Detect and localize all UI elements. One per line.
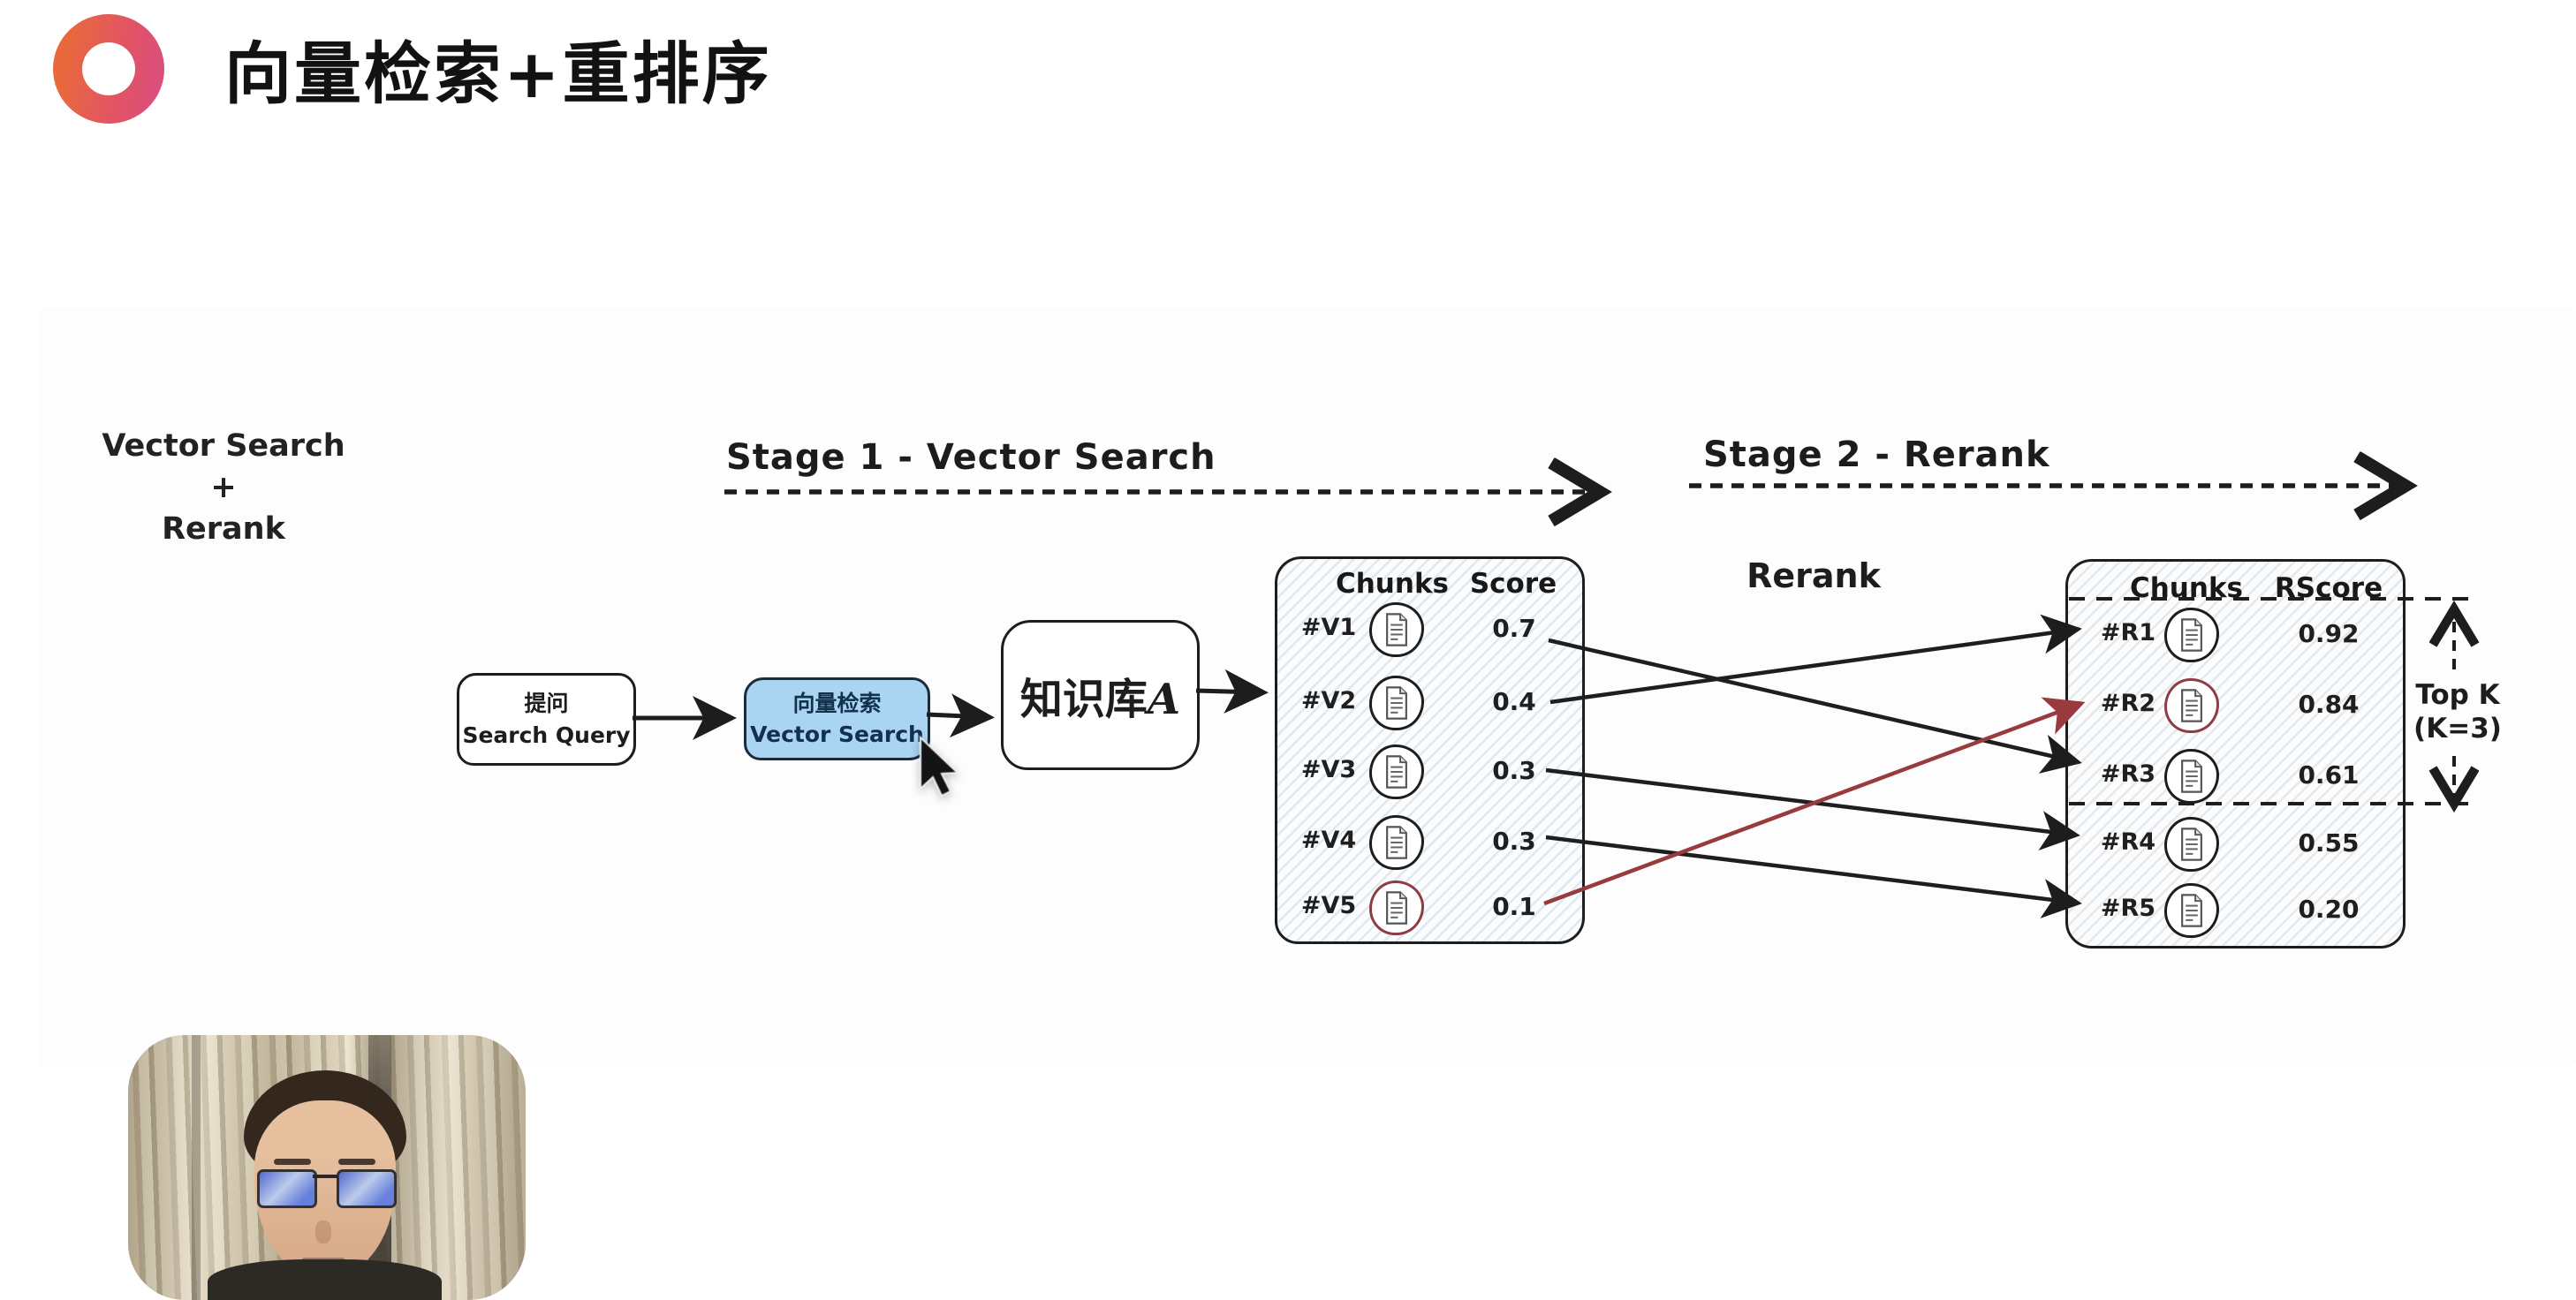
stage2-results-table: Chunks RScore #R1 0.92 #R2 0.84 #R3 0.61… (2065, 559, 2406, 949)
stage2-col-chunks: Chunks (2129, 572, 2244, 604)
chunk-id: #V2 (1300, 687, 1357, 714)
chunk-score: 0.3 (1492, 827, 1536, 856)
chunk-id: #V1 (1300, 614, 1357, 641)
chunk-id: #V5 (1300, 892, 1357, 919)
document-icon (2164, 608, 2219, 662)
curtain-fold (192, 1035, 201, 1300)
search-query-box: 提问 Search Query (457, 673, 636, 766)
chunk-id: #R3 (2100, 760, 2156, 788)
search-query-box-en: Search Query (462, 722, 631, 748)
chunk-score: 0.1 (1492, 892, 1536, 921)
chunk-id: #R1 (2100, 619, 2156, 646)
webcam-overlay (128, 1035, 526, 1300)
document-icon (1369, 676, 1424, 730)
diagram-legend: Vector Search + Rerank (78, 426, 369, 550)
stage1-heading: Stage 1 - Vector Search (726, 437, 1216, 478)
document-icon (2164, 749, 2219, 804)
chunk-id: #R4 (2100, 828, 2156, 856)
chunk-rscore: 0.55 (2298, 828, 2360, 858)
slide: { "title": "向量检索+重排序", "legend": {"line1… (53, 14, 2528, 1300)
knowledge-base-label: 知识库 (1019, 675, 1148, 724)
brand-logo-donut-icon (53, 14, 164, 124)
document-icon (2164, 883, 2219, 938)
presenter-nose (315, 1221, 331, 1243)
search-query-box-cn: 提问 (524, 690, 569, 716)
vector-search-box: 向量检索 Vector Search (744, 677, 930, 760)
mouse-cursor-icon (920, 736, 960, 797)
document-icon (1369, 744, 1424, 799)
logo-hole (82, 42, 135, 95)
chunk-rscore: 0.20 (2298, 895, 2360, 924)
stage2-col-rscore: RScore (2274, 572, 2383, 604)
stage1-col-chunks: Chunks (1335, 568, 1450, 600)
presenter-glasses (257, 1169, 397, 1208)
knowledge-base-suffix: A (1147, 675, 1181, 724)
stage1-results-table: Chunks Score #V1 0.7 #V2 0.4 #V3 0.3 #V4… (1275, 556, 1585, 944)
topk-line2: (K=3) (2413, 713, 2502, 744)
document-icon (1369, 602, 1424, 657)
page-title: 向量检索+重排序 (224, 34, 772, 113)
presenter-shirt (208, 1259, 442, 1300)
chunk-rscore: 0.61 (2298, 760, 2360, 790)
document-icon (2164, 817, 2219, 872)
chunk-id: #R2 (2100, 690, 2156, 717)
legend-line2: Rerank (162, 511, 285, 547)
topk-line1: Top K (2415, 679, 2500, 711)
legend-plus: + (210, 470, 237, 505)
legend-line1: Vector Search (102, 428, 345, 464)
topk-annotation: Top K (K=3) (2387, 678, 2528, 745)
chunk-id: #V4 (1300, 827, 1357, 854)
chunk-rscore: 0.92 (2298, 619, 2360, 648)
document-icon-highlighted (2164, 678, 2219, 733)
rerank-label: Rerank (1746, 556, 1881, 595)
vector-search-box-en: Vector Search (750, 722, 924, 747)
document-icon (1369, 815, 1424, 870)
presenter-eyebrow-right (338, 1159, 375, 1165)
chunk-score: 0.7 (1492, 614, 1536, 643)
document-icon-highlighted (1369, 881, 1424, 935)
chunk-id: #V3 (1300, 756, 1357, 783)
vector-search-box-cn: 向量检索 (792, 691, 882, 716)
knowledge-base-box: 知识库A (1001, 620, 1200, 770)
chunk-score: 0.3 (1492, 756, 1536, 785)
chunk-score: 0.4 (1492, 687, 1536, 716)
stage1-col-score: Score (1469, 568, 1557, 600)
stage2-heading: Stage 2 - Rerank (1703, 435, 2050, 475)
presenter-eyebrow-left (274, 1159, 311, 1165)
chunk-rscore: 0.84 (2298, 690, 2360, 719)
chunk-id: #R5 (2100, 895, 2156, 922)
